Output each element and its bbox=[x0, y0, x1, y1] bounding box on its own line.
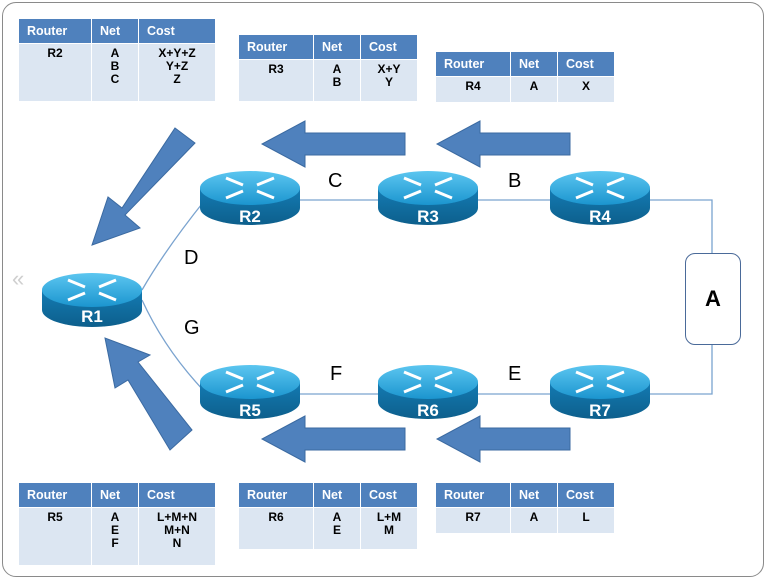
table-cell-net: A bbox=[510, 507, 558, 534]
table-cell-router: R4 bbox=[435, 76, 511, 103]
network-a[interactable]: A bbox=[685, 253, 741, 345]
link-r4-a bbox=[645, 199, 713, 253]
col-header-cost: Cost bbox=[360, 34, 418, 60]
link-label-g: G bbox=[184, 317, 200, 339]
routing-table-r7: Router Net Cost R7 A L bbox=[435, 482, 615, 534]
link-label-e: E bbox=[508, 363, 522, 385]
arrow-r2-to-r1 bbox=[91, 127, 196, 246]
table-cell-router: R3 bbox=[238, 59, 314, 102]
col-header-router: Router bbox=[435, 482, 511, 508]
col-header-router: Router bbox=[238, 34, 314, 60]
col-header-cost: Cost bbox=[360, 482, 418, 508]
links bbox=[141, 199, 713, 395]
col-header-cost: Cost bbox=[557, 51, 615, 77]
col-header-net: Net bbox=[510, 51, 558, 77]
link-label-f: F bbox=[330, 363, 343, 385]
link-d bbox=[141, 199, 206, 291]
arrow-r5-to-r1 bbox=[104, 337, 193, 451]
table-cell-cost: X bbox=[557, 76, 615, 103]
link-label-d: D bbox=[184, 247, 199, 269]
routing-table-r4: Router Net Cost R4 A X bbox=[435, 51, 615, 103]
router-label: R1 bbox=[81, 307, 103, 326]
router-r5[interactable]: R5 bbox=[200, 365, 300, 420]
col-header-net: Net bbox=[91, 482, 139, 508]
link-g bbox=[141, 299, 206, 393]
col-header-cost: Cost bbox=[138, 482, 216, 508]
col-header-router: Router bbox=[18, 18, 92, 44]
table-cell-router: R5 bbox=[18, 507, 92, 566]
arrows bbox=[91, 120, 571, 463]
col-header-net: Net bbox=[313, 482, 361, 508]
router-r4[interactable]: R4 bbox=[550, 171, 650, 226]
col-header-cost: Cost bbox=[557, 482, 615, 508]
table-cell-router: R7 bbox=[435, 507, 511, 534]
col-header-net: Net bbox=[510, 482, 558, 508]
chevron-left-icon[interactable]: « bbox=[12, 266, 25, 291]
arrow-r4-to-r3 bbox=[435, 120, 571, 168]
col-header-router: Router bbox=[435, 51, 511, 77]
col-header-net: Net bbox=[91, 18, 139, 44]
table-cell-cost: L bbox=[557, 507, 615, 534]
link-label-c: C bbox=[328, 170, 343, 192]
link-r7-a bbox=[645, 345, 713, 395]
router-label: R4 bbox=[589, 207, 611, 226]
link-label-b: B bbox=[508, 170, 522, 192]
router-r7[interactable]: R7 bbox=[550, 365, 650, 420]
router-label: R6 bbox=[417, 401, 439, 420]
col-header-router: Router bbox=[238, 482, 314, 508]
col-header-cost: Cost bbox=[138, 18, 216, 44]
router-r6[interactable]: R6 bbox=[378, 365, 478, 420]
router-label: R7 bbox=[589, 401, 611, 420]
router-label: R2 bbox=[239, 207, 261, 226]
col-header-router: Router bbox=[18, 482, 92, 508]
network-label: A bbox=[705, 286, 721, 311]
router-r2[interactable]: R2 bbox=[200, 171, 300, 226]
router-label: R5 bbox=[239, 401, 261, 420]
router-r1[interactable]: R1 bbox=[42, 273, 142, 327]
router-r3[interactable]: R3 bbox=[378, 171, 478, 226]
table-cell-router: R6 bbox=[238, 507, 314, 550]
arrow-r4-to-r2 bbox=[260, 120, 406, 168]
table-cell-router: R2 bbox=[18, 43, 92, 102]
arrow-r7-to-r6 bbox=[435, 415, 571, 463]
col-header-net: Net bbox=[313, 34, 361, 60]
router-label: R3 bbox=[417, 207, 439, 226]
arrow-r6-to-r5 bbox=[260, 415, 406, 463]
table-cell-net: A bbox=[510, 76, 558, 103]
